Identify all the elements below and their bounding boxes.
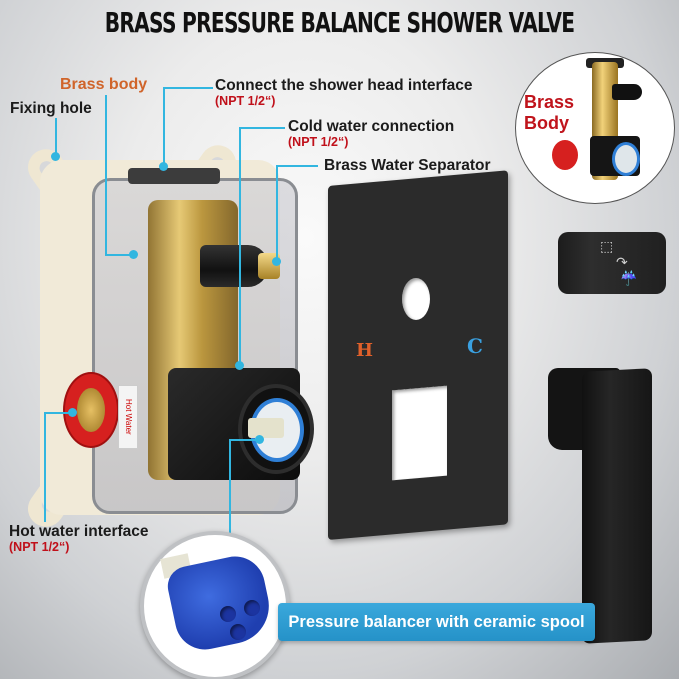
plate-cartridge-opening [392,385,447,481]
bathtub-icon: ⬚ [600,238,614,254]
separator-line-v [276,165,278,261]
shower-head-dot [159,162,168,171]
brass-body-line-h [105,254,133,256]
cold-water-label: Cold water connection (NPT 1/2“) [288,118,454,149]
separator-label: Brass Water Separator [324,157,491,174]
cold-water-title: Cold water connection [288,118,455,135]
brass-body-dot [129,250,138,259]
inset-stem [612,84,642,100]
hot-water-line-h [44,412,72,414]
diverter-knob [558,232,666,294]
feature-banner: Pressure balancer with ceramic spool [278,603,595,641]
hot-water-line-v [44,412,46,522]
cartridge-line-h [229,439,259,441]
hot-water-tag: Hot Water [118,385,138,449]
cartridge-line-v [229,439,231,534]
cartridge-port-2 [244,600,260,616]
rotate-arrow-icon: ↷ [616,254,628,270]
plate-stem-hole [402,278,430,320]
separator-dot [272,257,281,266]
inset-label: Brass Body [524,92,574,134]
shower-head-port [128,168,220,184]
hot-mark: H [356,340,374,361]
inset-label-line2: Body [524,113,569,133]
brass-body-label: Brass body [60,76,148,93]
page-title: BRASS PRESSURE BALANCE SHOWER VALVE [104,6,575,39]
knob-icons: ⬚ ↷ ☔ [600,238,637,286]
shower-head-label: Connect the shower head interface (NPT 1… [215,77,473,108]
cartridge-stem [248,418,284,438]
shower-head-line-h [163,87,213,89]
hot-water-dot [68,408,77,417]
cold-water-line-h [239,127,285,129]
cold-water-line-v [239,127,241,365]
cold-mark: C [467,334,483,358]
cold-water-dot [235,361,244,370]
cartridge-port-1 [220,606,236,622]
hot-water-spec: (NPT 1/2“) [9,540,70,554]
inset-cartridge [590,136,640,176]
cold-water-spec: (NPT 1/2“) [288,135,349,149]
hot-water-title: Hot water interface [9,523,149,540]
brass-body-line [105,95,107,255]
shower-head-line-v [163,87,165,165]
fixing-hole-line [55,118,57,156]
separator-line-h [276,165,318,167]
inset-label-line1: Brass [524,92,575,112]
cartridge-port-3 [230,624,246,640]
water-separator-stem [200,245,268,287]
cartridge-dot [255,435,264,444]
inset-red-port [552,140,578,170]
shower-head-spec: (NPT 1/2“) [215,94,276,108]
fixing-hole-dot [51,152,60,161]
shower-icon: ☔ [620,270,638,286]
shower-head-title: Connect the shower head interface [215,77,473,94]
fixing-hole-label: Fixing hole [10,100,92,117]
hot-water-label: Hot water interface (NPT 1/2“) [9,523,149,554]
